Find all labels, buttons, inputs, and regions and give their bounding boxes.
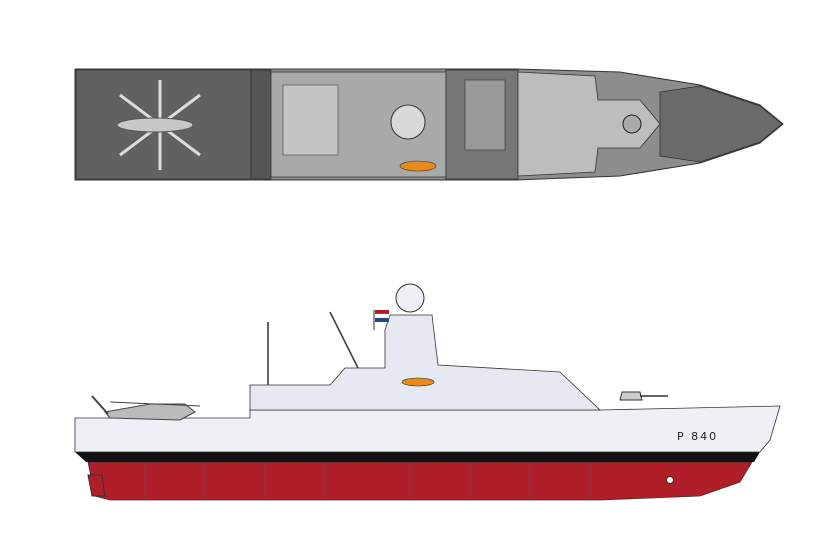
porthole-bow <box>666 476 674 484</box>
radar-dome-side <box>395 283 425 313</box>
rudder <box>87 474 106 497</box>
hull-section-lines <box>144 462 591 500</box>
forward-superstructure <box>517 71 661 177</box>
gun-turret-side <box>619 391 668 401</box>
superstructure <box>249 314 602 411</box>
mast-diagonal <box>329 311 359 369</box>
hull-number: P 840 <box>677 430 718 443</box>
hull-upper <box>74 405 781 453</box>
foredeck <box>659 85 783 163</box>
radar-dome-top <box>390 104 426 140</box>
deck-panel <box>282 84 339 156</box>
side-view: P 840 <box>74 283 781 501</box>
dutch-flag <box>374 310 390 322</box>
helicopter-top <box>116 80 201 170</box>
helicopter-side <box>91 395 201 421</box>
bridge-panel <box>464 79 506 151</box>
hull-red <box>87 461 753 501</box>
rescue-boat-side <box>401 377 435 387</box>
hangar-roof <box>250 69 272 180</box>
rescue-boat-top <box>399 160 437 172</box>
boot-top <box>75 452 760 462</box>
top-view <box>74 68 784 181</box>
gun-turret-top <box>622 114 642 134</box>
